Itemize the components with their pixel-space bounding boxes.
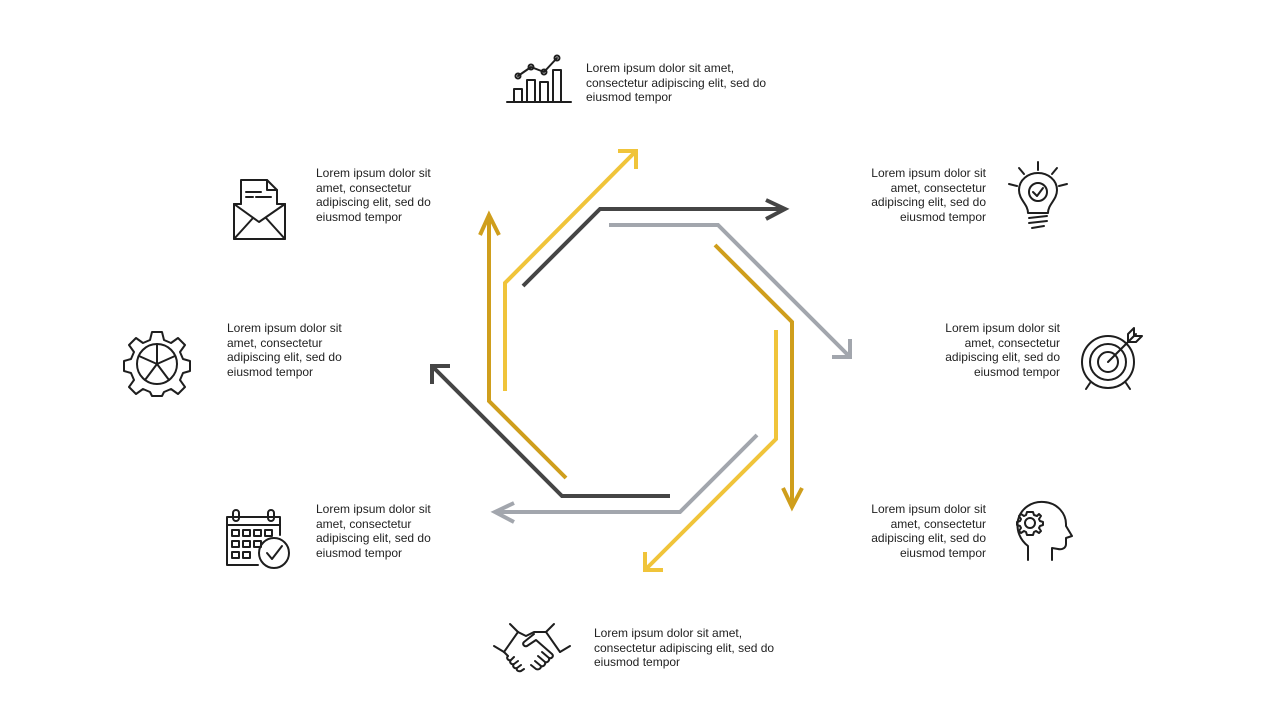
- label-left: Lorem ipsum dolor sit amet, consectetur …: [227, 321, 342, 379]
- arrow-yellow-bottom-right: [643, 330, 778, 572]
- arrow-gold-left: [478, 210, 568, 480]
- label-top-left: Lorem ipsum dolor sit amet, consectetur …: [316, 166, 431, 224]
- handshake-icon: [493, 623, 571, 673]
- gear-icon: [123, 331, 191, 397]
- lightbulb-icon: [1008, 161, 1068, 229]
- arrow-grey-bottom: [490, 433, 759, 524]
- arrow-yellow-top-left: [503, 149, 638, 391]
- arrow-gold-right: [713, 243, 804, 512]
- arrow-grey-top-right: [609, 223, 852, 359]
- label-bottom-right: Lorem ipsum dolor sit amet, consectetur …: [871, 502, 986, 560]
- head-gear-icon: [1016, 500, 1073, 561]
- envelope-document-icon: [233, 179, 286, 240]
- bar-chart-icon: [506, 54, 572, 103]
- target-icon: [1081, 327, 1143, 390]
- label-right: Lorem ipsum dolor sit amet, consectetur …: [945, 321, 1060, 379]
- label-top-right: Lorem ipsum dolor sit amet, consectetur …: [871, 166, 986, 224]
- label-top: Lorem ipsum dolor sit amet, consectetur …: [586, 61, 767, 105]
- calendar-check-icon: [226, 509, 290, 569]
- label-bottom-left: Lorem ipsum dolor sit amet, consectetur …: [316, 502, 431, 560]
- label-bottom: Lorem ipsum dolor sit amet, consectetur …: [594, 626, 775, 670]
- arrow-dark-top: [521, 198, 790, 288]
- arrow-dark-bottom-left: [430, 364, 670, 498]
